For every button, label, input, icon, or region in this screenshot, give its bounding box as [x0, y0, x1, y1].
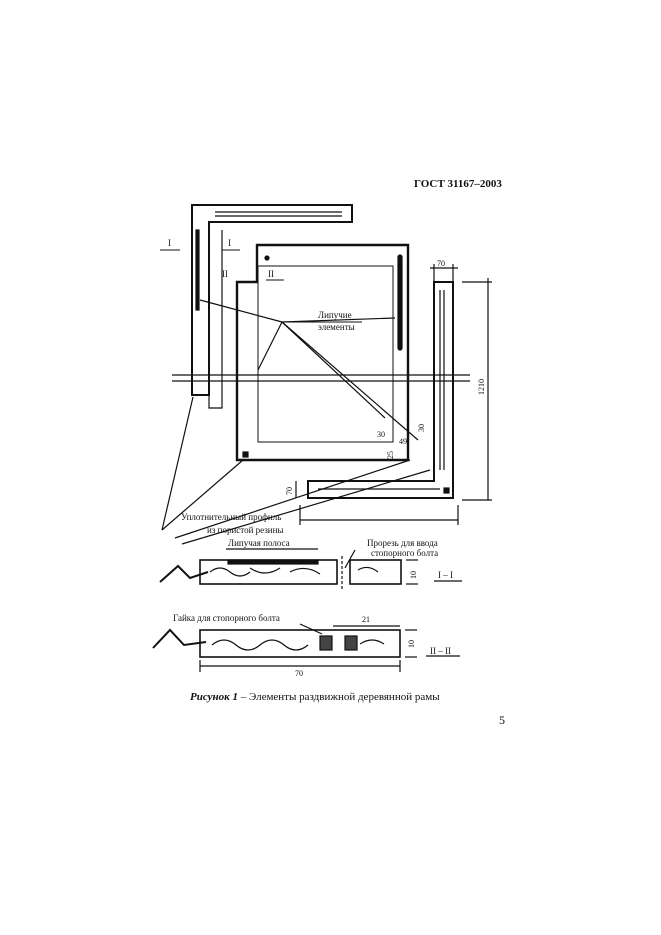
- callout-sticky-strip: Липучая полоса: [228, 538, 290, 548]
- callout-seal-profile-1: Уплотнительный профиль: [181, 512, 281, 522]
- corner-block-b: [443, 487, 450, 494]
- callout-slot-2: стопорного болта: [371, 548, 438, 558]
- dim-30-a: 30: [377, 430, 385, 439]
- bolt-hole-a: [264, 255, 270, 261]
- callout-sticky-elements-1: Липучие: [318, 310, 352, 320]
- dim-30-b: 30: [417, 424, 426, 432]
- dim-10-a: 10: [409, 571, 418, 579]
- section-mark-ii-right: II: [268, 269, 274, 279]
- section-title-i-i: I – I: [438, 570, 453, 580]
- frame-profile-top-left: [191, 204, 353, 396]
- section-ii-ii: Гайка для стопорного болта 21 10 II – II…: [152, 613, 460, 678]
- callout-slot-1: Прорезь для ввода: [367, 538, 438, 548]
- callout-nut: Гайка для стопорного болта: [173, 613, 280, 623]
- section-title-ii-ii: II – II: [430, 646, 451, 656]
- dim-70-top: 70: [437, 259, 445, 268]
- dim-10-b: 10: [407, 640, 416, 648]
- page-number: 5: [499, 713, 505, 727]
- dim-70-left: 70: [285, 487, 294, 495]
- caption-text: Элементы раздвижной деревянной рамы: [248, 691, 440, 703]
- glass-pane: [257, 265, 394, 443]
- section-mark-i-left: I: [168, 238, 171, 248]
- caption-label: Рисунок 1: [190, 691, 238, 703]
- callout-seal-profile-2: из пористой резины: [207, 525, 283, 535]
- dim-49: 49: [399, 437, 407, 446]
- lower-leg-top-left: [208, 230, 223, 409]
- dim-25: 25: [386, 451, 395, 459]
- dim-1210: 1210: [477, 379, 486, 395]
- section-i-i: Липучая полоса Прорезь для ввода стопорн…: [159, 538, 462, 590]
- sticky-element-a: [195, 229, 200, 311]
- sticky-element-b: [397, 254, 403, 351]
- caption-dash: –: [237, 691, 249, 703]
- section-mark-ii-left: II: [222, 269, 228, 279]
- figure-caption: Рисунок 1 – Элементы раздвижной деревянн…: [190, 691, 440, 703]
- corner-block-a: [242, 451, 249, 458]
- dim-70-bottom: 70: [295, 669, 303, 678]
- document-code: ГОСТ 31167–2003: [414, 178, 502, 190]
- callout-sticky-elements-2: элементы: [318, 322, 355, 332]
- section-mark-i-right: I: [228, 238, 231, 248]
- frame-profile-sash: [235, 243, 410, 462]
- dim-21: 21: [362, 615, 370, 624]
